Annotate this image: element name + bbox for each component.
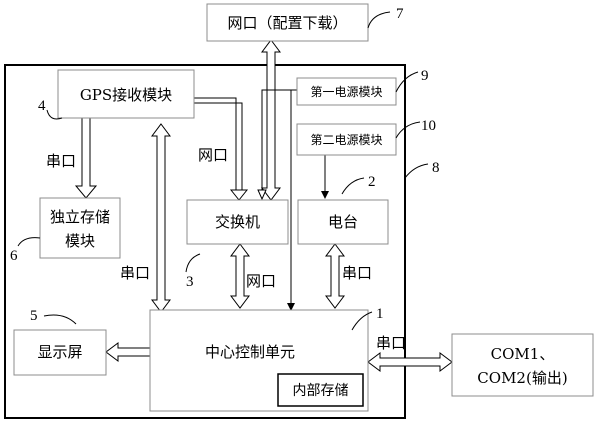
- central-control-label: 中心控制单元: [205, 343, 295, 361]
- leader-7: [367, 11, 391, 29]
- com-output-box: [451, 333, 594, 397]
- power1-box: [296, 77, 397, 106]
- storage-label-line2: 模块: [65, 232, 95, 250]
- edge-label-net-switch: 网口: [198, 146, 228, 164]
- gps-switch-line-b: [194, 102, 243, 193]
- internal-storage-box: [277, 373, 364, 407]
- gps-switch-arrow-down: [229, 189, 249, 201]
- switch-box: [186, 199, 289, 245]
- edge-label-gps-control: 串口: [120, 264, 150, 282]
- power1-switch-arrow: [257, 189, 267, 201]
- control-com-connector: [367, 352, 453, 372]
- device-enclosure: [4, 64, 406, 419]
- control-display-connector: [105, 342, 151, 362]
- edge-label-gps-storage: 串口: [46, 152, 76, 170]
- leader-6: [17, 237, 41, 247]
- callout-9: 9: [421, 68, 429, 84]
- leader-10: [395, 121, 421, 139]
- radio-control-connector: [325, 243, 345, 309]
- callout-8: 8: [432, 160, 440, 176]
- leader-5: [43, 314, 77, 325]
- storage-label-line1: 独立存储: [50, 208, 110, 226]
- callout-4: 4: [38, 98, 46, 114]
- leader-3: [185, 253, 201, 273]
- power2-box: [296, 123, 397, 156]
- power2-radio-arrow: [321, 191, 329, 199]
- edge-label-radio-control: 串口: [342, 264, 372, 282]
- network-port-label: 网口（配置下载）: [227, 14, 347, 32]
- leader-2: [341, 177, 365, 195]
- gps-storage-connector: [74, 117, 98, 199]
- leader-9: [395, 71, 419, 93]
- power2-label: 第二电源模块: [310, 133, 382, 147]
- com-output-line1: COM1、: [491, 345, 555, 363]
- independent-storage-box: [39, 197, 121, 259]
- callout-10: 10: [421, 118, 436, 134]
- network-port-box: [206, 3, 369, 42]
- leader-1: [351, 311, 373, 331]
- leader-8: [404, 163, 429, 179]
- callout-7: 7: [396, 6, 404, 22]
- gps-module-label: GPS接收模块: [80, 86, 172, 104]
- power1-switch-line: [261, 89, 297, 193]
- callout-2: 2: [368, 174, 376, 190]
- gps-module-box: [57, 69, 195, 119]
- edge-label-switch-control: 网口: [246, 272, 276, 290]
- power1-label: 第一电源模块: [310, 85, 382, 99]
- display-label: 显示屏: [37, 343, 82, 361]
- power1-control-arrow: [287, 303, 295, 311]
- leader-4: [46, 109, 63, 120]
- callout-5: 5: [30, 308, 38, 324]
- edge-label-com: 串口: [376, 334, 406, 352]
- callout-1: 1: [376, 306, 384, 322]
- callout-6: 6: [10, 248, 18, 264]
- switch-control-connector: [230, 243, 250, 309]
- callout-3: 3: [186, 274, 194, 290]
- radio-label: 电台: [328, 213, 358, 231]
- radio-box: [297, 199, 389, 245]
- switch-label: 交换机: [215, 213, 260, 231]
- gps-control-connector: [151, 123, 171, 313]
- gps-switch-line-a: [194, 97, 237, 193]
- display-box: [13, 329, 107, 376]
- com-output-line2: COM2(输出): [477, 369, 567, 387]
- internal-storage-label: 内部存储: [293, 383, 349, 399]
